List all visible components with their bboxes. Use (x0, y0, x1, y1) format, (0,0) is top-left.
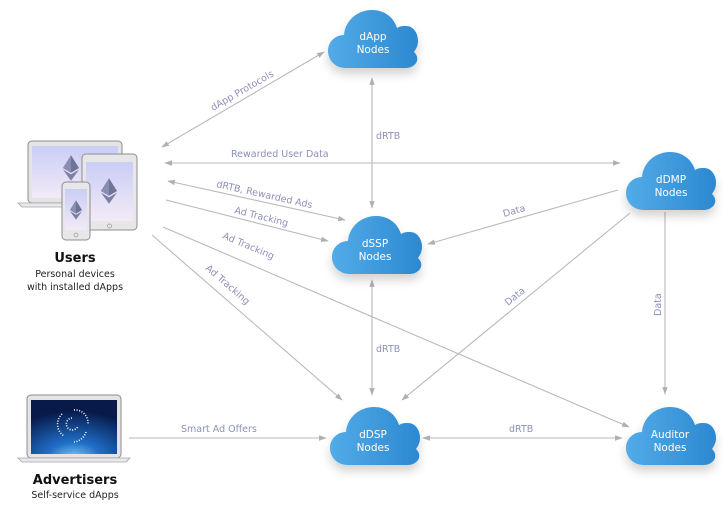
node-auditor-line2: Nodes (654, 442, 687, 454)
edge-users-dssp (165, 199, 329, 242)
edge-users-ddsp (151, 234, 343, 401)
edge-label-ad-tracking-auditor: Ad Tracking (221, 231, 276, 263)
node-auditor-line1: Auditor (651, 429, 690, 441)
advertisers-subtitle: Self-service dApps (31, 490, 119, 501)
edge-ddmp-dssp (427, 189, 619, 245)
edge-labels: dApp Protocols dRTB Rewarded User Data d… (181, 69, 664, 435)
users-devices-illustration (17, 140, 138, 241)
users-subtitle-line1: Personal devices (35, 269, 115, 280)
spiral-logo-icon (56, 409, 89, 443)
edge-label-drtb-dssp-ddsp: dRTB (376, 344, 400, 355)
edge-dssp-users (167, 179, 346, 222)
node-ddsp[interactable]: dDSP Nodes (330, 407, 420, 465)
edge-label-data-ddsp: Data (503, 286, 528, 309)
node-dapp-line2: Nodes (357, 44, 390, 56)
phone-icon (61, 181, 91, 241)
edge-label-rewarded-user-data: Rewarded User Data (231, 149, 329, 160)
edge-ddmp-ddsp (401, 212, 631, 401)
edge-label-smart-ad-offers: Smart Ad Offers (181, 424, 257, 435)
node-ddmp[interactable]: dDMP Nodes (626, 152, 716, 210)
edge-label-dapp-protocols: dApp Protocols (209, 69, 276, 114)
node-ddmp-line2: Nodes (655, 187, 688, 199)
advertisers-title: Advertisers (32, 473, 118, 488)
edge-label-drtb-ddsp-auditor: dRTB (509, 424, 533, 435)
edge-users-auditor (162, 226, 630, 428)
advertisers-laptop-illustration (17, 394, 131, 463)
edge-label-ad-tracking-dssp: Ad Tracking (233, 205, 289, 229)
node-dapp-line1: dApp (359, 31, 387, 43)
users-title: Users (54, 251, 96, 266)
node-dapp[interactable]: dApp Nodes (328, 10, 418, 68)
node-ddmp-line1: dDMP (656, 174, 686, 186)
edge-label-drtb-dapp-dssp: dRTB (376, 131, 400, 142)
edge-users-dapp (161, 51, 325, 148)
node-dssp-line2: Nodes (359, 251, 392, 263)
node-dssp[interactable]: dSSP Nodes (332, 216, 422, 274)
edge-label-data-auditor: Data (653, 293, 664, 316)
edges (129, 51, 668, 441)
node-auditor[interactable]: Auditor Nodes (626, 407, 716, 465)
node-ddsp-line2: Nodes (357, 442, 390, 454)
node-ddsp-line1: dDSP (359, 429, 387, 441)
node-dssp-line1: dSSP (362, 238, 388, 250)
users-subtitle-line2: with installed dApps (26, 282, 124, 293)
tablet-icon (81, 153, 138, 231)
